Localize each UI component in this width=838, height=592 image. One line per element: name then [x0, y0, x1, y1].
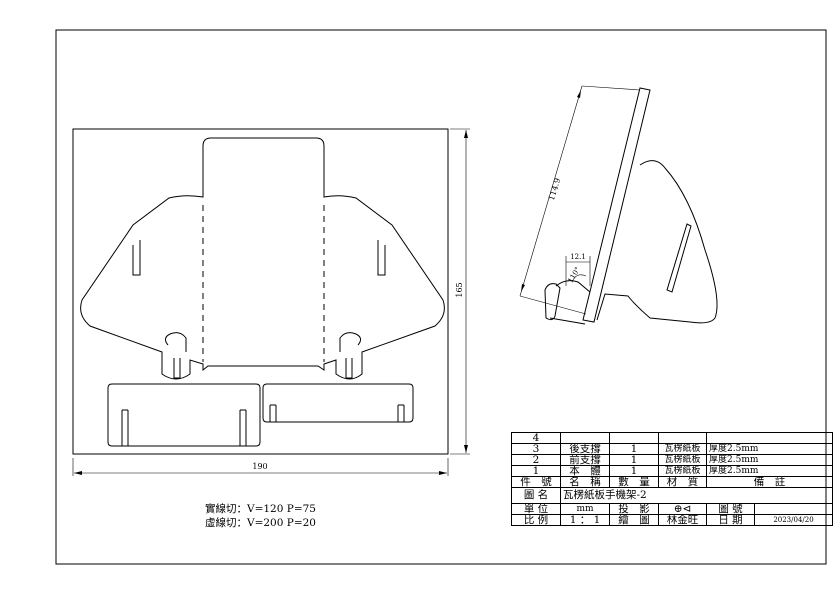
part-row-3: 3 後支撐 1 瓦楞紙板 厚度2.5mm: [511, 443, 833, 455]
scale-label: 比 例: [511, 514, 561, 526]
part-no: 2: [511, 454, 561, 466]
height-dimension-label: 165: [455, 282, 464, 297]
part-qty: 1: [609, 443, 659, 455]
scale-row: 比 例 1 ： 1 繪 圖 林金旺 日 期 2023/04/20: [511, 514, 833, 526]
main-body-cutout: [80, 137, 445, 380]
parts-header-row: 件 號 名 稱 數 量 材 質 備 註: [511, 476, 833, 488]
header-name: 名 稱: [560, 476, 610, 488]
part-name: [560, 432, 610, 444]
part-remark: [706, 432, 833, 444]
drawing-no: [754, 503, 833, 515]
drawing-no-label: 圖 號: [706, 503, 755, 515]
drawn-by: 林金旺: [658, 514, 707, 526]
drawing-name: 瓦楞紙板手機架-2: [560, 487, 833, 504]
drawn-by-label: 繪 圖: [609, 514, 659, 526]
part-row-4: 4: [511, 432, 833, 444]
left-wing-slot: [132, 240, 141, 276]
date-value: 2023/04/20: [754, 514, 833, 526]
date-label: 日 期: [706, 514, 755, 526]
right-bottom-tab: [339, 332, 362, 352]
tab-width-label: 12.1: [570, 253, 586, 261]
header-remark: 備 註: [706, 476, 833, 488]
left-foot-slot: [173, 358, 181, 379]
part-no: 3: [511, 443, 561, 455]
header-material: 材 質: [658, 476, 707, 488]
part-name: 後支撐: [560, 443, 610, 455]
angle-arc: [571, 274, 587, 283]
part-qty: [609, 432, 659, 444]
board-outline: [72, 128, 449, 455]
part-row-1: 1 本 體 1 瓦楞紙板 厚度2.5mm: [511, 465, 833, 477]
side-length-extension-bottom: [519, 295, 587, 315]
side-length-extension-top: [581, 85, 641, 91]
side-length-dimension-line: [519, 85, 583, 297]
header-qty: 數 量: [609, 476, 659, 488]
part-no: 1: [511, 465, 561, 477]
title-block: 4 3 後支撐 1 瓦楞紙板 厚度2.5mm 2 前支撐 1 瓦楞紙板 厚度2.…: [511, 432, 833, 526]
part-material: 瓦楞紙板: [658, 454, 707, 466]
height-arrow-top: [464, 130, 468, 138]
scale-value: 1 ： 1: [560, 514, 610, 526]
header-no: 件 號: [511, 476, 561, 488]
projection-label: 投 影: [609, 503, 659, 515]
right-wing-slot: [377, 240, 386, 276]
right-foot-slot: [345, 358, 353, 379]
part-remark: 厚度2.5mm: [706, 454, 833, 466]
dashed-cut-note: 虛線切：V=200 P=20: [205, 517, 316, 529]
part-qty: 1: [609, 465, 659, 477]
rear-support-slot-right: [397, 404, 405, 422]
unit-value: mm: [560, 503, 610, 515]
projection-symbol-icon: ⊕⊲: [658, 503, 707, 515]
sheet-border: [55, 29, 827, 565]
base-line: [549, 280, 591, 325]
part-name: 前支撐: [560, 454, 610, 466]
drawing-name-row: 圖 名 瓦楞紙板手機架-2: [511, 487, 833, 504]
side-length-arrow-top: [577, 90, 581, 98]
solid-cut-note: 實線切：V=120 P=75: [205, 503, 316, 515]
rear-support-slot: [666, 223, 692, 293]
drawing-name-label: 圖 名: [511, 487, 561, 504]
side-length-label: 114.9: [547, 177, 562, 202]
unit-row: 單 位 mm 投 影 ⊕⊲ 圖 號: [511, 503, 833, 515]
width-arrow-right: [439, 471, 447, 475]
side-length-arrow-bottom: [521, 284, 525, 292]
cutting-notes: 實線切：V=120 P=75 虛線切：V=200 P=20: [205, 502, 316, 530]
rear-support-cutout: [262, 383, 414, 423]
width-dimension-label: 190: [252, 462, 267, 471]
part-qty: 1: [609, 454, 659, 466]
front-support-slot-right: [239, 409, 247, 446]
unit-label: 單 位: [511, 503, 561, 515]
height-arrow-bottom: [464, 445, 468, 453]
part-row-2: 2 前支撐 1 瓦楞紙板 厚度2.5mm: [511, 454, 833, 466]
rear-triangle-support: [596, 160, 718, 324]
part-material: [658, 432, 707, 444]
part-material: 瓦楞紙板: [658, 443, 707, 455]
assembled-side-view: 114.9 12.1 110°: [519, 85, 718, 325]
front-lip: [544, 283, 561, 321]
left-bottom-tab: [164, 332, 187, 352]
front-support-slot-left: [121, 409, 129, 446]
part-material: 瓦楞紙板: [658, 465, 707, 477]
part-remark: 厚度2.5mm: [706, 443, 833, 455]
part-name: 本 體: [560, 465, 610, 477]
phone-panel: [582, 87, 651, 323]
front-support-cutout: [107, 383, 261, 447]
rear-support-slot-left: [269, 404, 277, 422]
part-remark: 厚度2.5mm: [706, 465, 833, 477]
width-arrow-left: [74, 471, 82, 475]
part-no: 4: [511, 432, 561, 444]
